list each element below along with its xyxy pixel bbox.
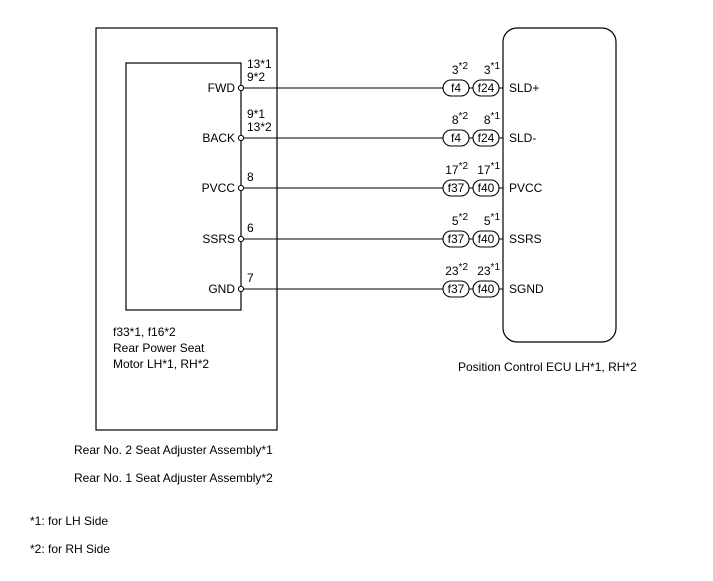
ecu-pin-number-rh-side: *2	[458, 111, 468, 122]
motor-pin-label: BACK	[202, 131, 235, 145]
ecu-pin-number-lh-number: 17	[477, 163, 491, 177]
motor-terminal	[237, 235, 245, 243]
ecu-pin-number-lh: 23*1	[477, 262, 500, 280]
ecu-pin-number-rh-number: 23	[445, 264, 459, 278]
ecu-pin-number-rh-number: 17	[445, 163, 459, 177]
motor-pin-label: FWD	[207, 81, 235, 95]
ecu-pin-number-lh-side: *1	[490, 212, 500, 223]
ecu-pin-number-rh: 23*2	[445, 262, 468, 280]
ecu-pin-label: SLD-	[509, 131, 537, 145]
ecu-pin-number-lh-side: *1	[490, 161, 500, 172]
motor-terminal	[237, 134, 245, 142]
ecu-pin-number-rh-number: 3	[451, 63, 459, 77]
motor-caption-line-3: Motor LH*1, RH*2	[113, 357, 210, 371]
motor-pin-number: 13*2	[247, 120, 272, 134]
ecu-pin-number-lh-number: 8	[483, 113, 491, 127]
assembly-caption-rh: Rear No. 1 Seat Adjuster Assembly*2	[74, 471, 273, 485]
connector-rh-label: f4	[450, 81, 461, 95]
connector-rh-label: f37	[447, 282, 465, 296]
ecu-pin-number-lh-side: *1	[490, 111, 500, 122]
ecu-pin-number-lh-side: *1	[490, 262, 500, 273]
connector-lh	[472, 280, 500, 298]
ecu-pin-number-lh-number: 23	[477, 264, 491, 278]
motor-pin-label: GND	[208, 282, 235, 296]
ecu-pin-label: SSRS	[509, 232, 542, 246]
assembly-caption-lh: Rear No. 2 Seat Adjuster Assembly*1	[74, 443, 273, 457]
connector-lh-label: f40	[477, 232, 495, 246]
motor-caption-line-1: f33*1, f16*2	[113, 325, 176, 339]
motor-pin-label: PVCC	[201, 181, 235, 195]
connector-rh	[442, 129, 470, 147]
connector-lh-label: f24	[477, 131, 495, 145]
connector-rh-label: f37	[447, 232, 465, 246]
ecu-pin-number-lh-side: *1	[490, 61, 500, 72]
ecu-pin-number-rh: 5*2	[451, 212, 468, 230]
connector-lh	[472, 79, 500, 97]
position-control-ecu-box	[502, 27, 617, 343]
motor-pin-number: 13*1	[247, 57, 272, 71]
ecu-pin-number-rh: 8*2	[451, 111, 468, 129]
motor-terminal	[237, 84, 245, 92]
ecu-pin-number-rh-number: 5	[451, 214, 459, 228]
ecu-pin-number-rh-side: *2	[458, 161, 468, 172]
ecu-caption: Position Control ECU LH*1, RH*2	[458, 360, 637, 374]
ecu-pin-label: SGND	[509, 282, 544, 296]
connector-lh	[472, 230, 500, 248]
ecu-pin-number-lh: 3*1	[483, 61, 500, 79]
ecu-pin-label: SLD+	[509, 81, 540, 95]
connector-lh	[472, 179, 500, 197]
note-lh-side: *1: for LH Side	[30, 514, 109, 528]
ecu-pin-number-rh: 3*2	[451, 61, 468, 79]
motor-caption-line-2: Rear Power Seat	[113, 341, 205, 355]
motor-pin-number: 9*2	[247, 70, 266, 84]
motor-pin-number: 8	[247, 170, 254, 184]
ecu-pin-number-lh-number: 5	[483, 214, 491, 228]
connector-lh-label: f40	[477, 181, 495, 195]
ecu-pin-number-lh: 17*1	[477, 161, 500, 179]
connector-rh	[442, 179, 470, 197]
connector-lh-label: f24	[477, 81, 495, 95]
motor-pin-label: SSRS	[202, 232, 235, 246]
ecu-pin-number-lh: 8*1	[483, 111, 500, 129]
note-rh-side: *2: for RH Side	[30, 542, 111, 556]
motor-pin-number: 7	[247, 271, 254, 285]
ecu-pin-number-lh: 5*1	[483, 212, 500, 230]
ecu-pin-number-rh-side: *2	[458, 212, 468, 223]
ecu-pin-number-rh-number: 8	[451, 113, 459, 127]
ecu-pin-label: PVCC	[509, 181, 543, 195]
motor-pin-number: 6	[247, 221, 254, 235]
connector-rh-label: f37	[447, 181, 465, 195]
connector-rh	[442, 230, 470, 248]
motor-pin-number: 9*1	[247, 107, 266, 121]
connector-lh-label: f40	[477, 282, 495, 296]
connector-rh-label: f4	[450, 131, 461, 145]
motor-terminal	[237, 184, 245, 192]
connector-lh	[472, 129, 500, 147]
connector-rh	[442, 79, 470, 97]
motor-terminal	[237, 285, 245, 293]
ecu-pin-number-lh-number: 3	[483, 63, 491, 77]
ecu-pin-number-rh: 17*2	[445, 161, 468, 179]
seat-adjuster-assembly-box	[95, 27, 278, 431]
connector-rh	[442, 280, 470, 298]
ecu-pin-number-rh-side: *2	[458, 262, 468, 273]
ecu-pin-number-rh-side: *2	[458, 61, 468, 72]
